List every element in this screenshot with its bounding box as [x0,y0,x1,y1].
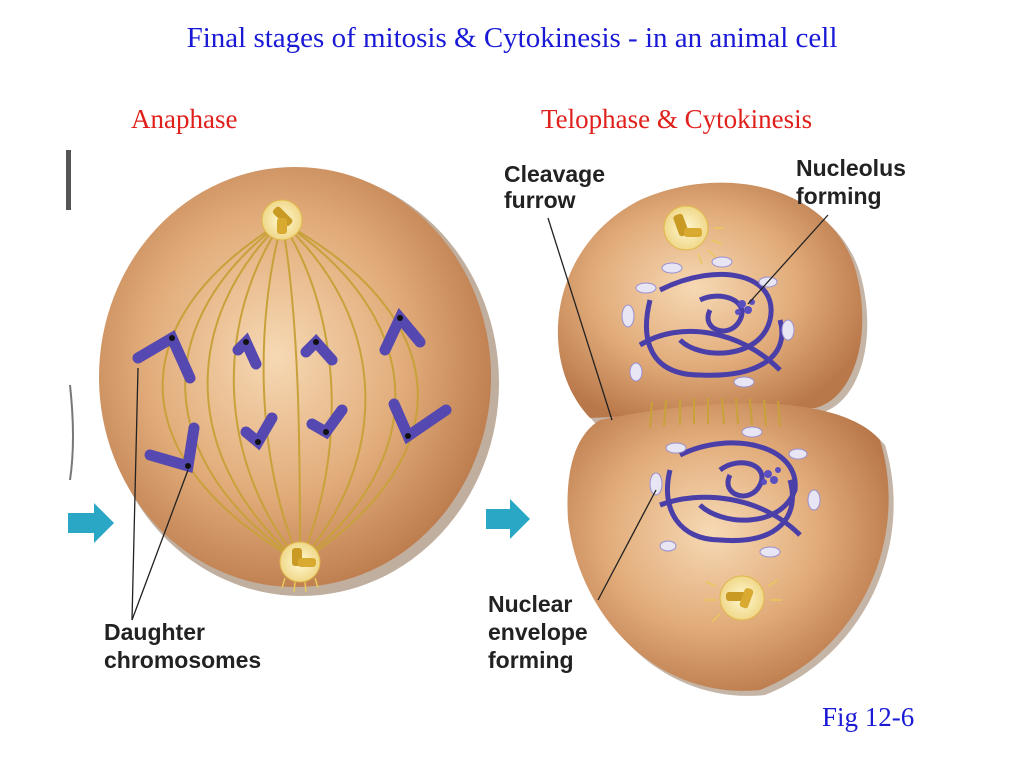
lower-nucleus [659,440,802,544]
nuclear-envelope-label: envelope [488,619,588,645]
nuclear-envelope-label: Nuclear [488,591,572,617]
centrosome-bottom [279,541,321,593]
daughter-chromosomes-label: chromosomes [104,647,261,673]
nucleolus-forming-label: forming [796,183,882,209]
envelope-fragments-lower [649,426,821,558]
telophase-heading: Telophase & Cytokinesis [541,104,813,134]
arrow-icon [68,503,114,543]
centromeres [169,315,411,469]
daughter-chromosomes-label: Daughter [104,619,205,645]
anaphase-cell [99,167,499,621]
nuclear-envelope-label: forming [488,647,574,673]
cleavage-furrow-label: furrow [504,187,576,213]
arrow-icon [486,499,530,539]
page-title: Final stages of mitosis & Cytokinesis - … [186,22,838,54]
cleavage-furrow-fibers [649,397,781,429]
nucleolus-forming-label: Nucleolus [796,155,906,181]
previous-stage-fragment [66,150,74,481]
figure-reference: Fig 12-6 [822,702,915,732]
nucleolus-lower [761,467,781,485]
anaphase-heading: Anaphase [131,104,238,134]
centrosome-upper [663,205,724,265]
centrosome-top [261,199,303,241]
nucleolus-upper [735,299,755,315]
telophase-cell [547,182,894,696]
centrosome-lower [704,575,782,623]
upper-nucleus [638,271,785,378]
envelope-fragments-upper [621,256,795,388]
spindle-fibers [161,221,419,563]
cleavage-furrow-label: Cleavage [504,161,605,187]
